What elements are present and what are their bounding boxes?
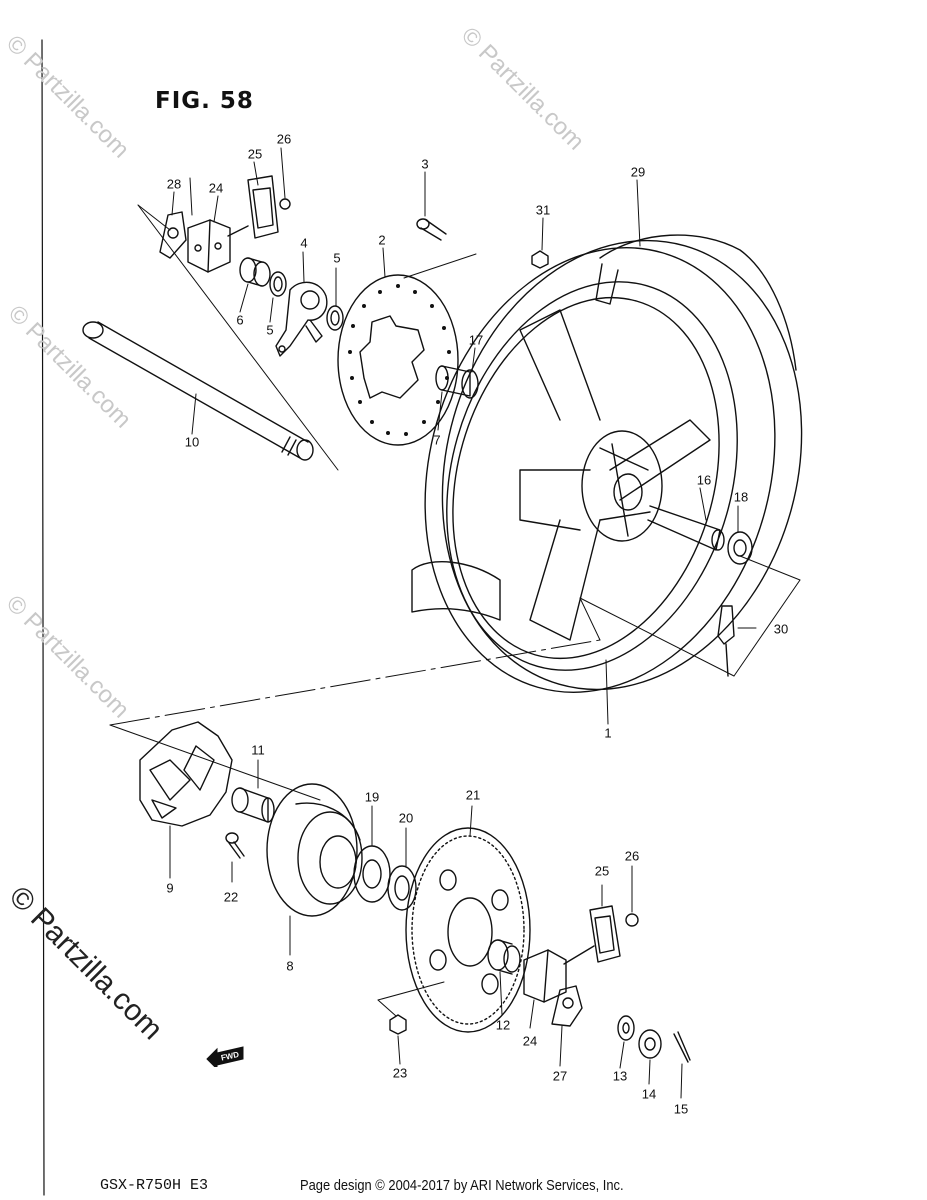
callout-25-lower: 25 <box>594 863 610 879</box>
adjuster-cover-part-25-lower <box>589 905 621 963</box>
spacer-part-16 <box>647 505 725 551</box>
callout-30: 30 <box>773 621 789 637</box>
callout-8: 8 <box>286 958 294 974</box>
axle-part-10 <box>82 321 314 461</box>
callout-12: 12 <box>495 1017 511 1033</box>
adjuster-plate-part-28 <box>159 211 187 259</box>
nut-part-26-upper <box>279 198 291 210</box>
callout-22: 22 <box>223 889 239 905</box>
caliper-bracket-part-4 <box>275 281 328 357</box>
callout-19: 19 <box>364 789 380 805</box>
callout-18: 18 <box>733 489 749 505</box>
fwd-label: FWD <box>220 1050 240 1063</box>
adjuster-block-part-24-lower <box>523 945 595 1003</box>
callout-20: 20 <box>398 810 414 826</box>
callout-6: 6 <box>236 312 244 328</box>
callout-10: 10 <box>184 434 200 450</box>
nut-part-23 <box>389 1014 407 1035</box>
tire-valve-part-30 <box>717 605 735 677</box>
oil-seal-part-20 <box>387 865 417 911</box>
oil-seal-part-5-left <box>269 271 287 297</box>
callout-17: 17 <box>468 332 484 348</box>
callout-2: 2 <box>378 232 386 248</box>
callout-4: 4 <box>300 235 308 251</box>
adjuster-cover-part-25-upper <box>247 175 279 239</box>
adjuster-plate-part-27 <box>551 985 583 1027</box>
bolt-part-3 <box>416 218 447 241</box>
callout-14: 14 <box>641 1086 657 1102</box>
callout-24-lower: 24 <box>522 1033 538 1049</box>
cotter-pin-part-15 <box>673 1031 691 1063</box>
callout-15: 15 <box>673 1101 689 1117</box>
callout-5-upper-right: 5 <box>333 250 341 266</box>
rear-wheel-part-1 <box>411 234 803 693</box>
callout-31: 31 <box>535 202 551 218</box>
leader-lines <box>169 147 757 1099</box>
cush-damper-part-9 <box>139 721 233 827</box>
callout-26-lower: 26 <box>624 848 640 864</box>
adjuster-block-part-24-upper <box>187 219 249 273</box>
bolt-part-22 <box>225 832 245 859</box>
disc-guide-line <box>403 253 477 279</box>
callout-5-upper-left: 5 <box>266 322 274 338</box>
page-margin-line <box>41 39 45 1196</box>
assembly-guide-lines-upper-left <box>137 177 339 471</box>
assembly-guide-lines-main <box>109 555 801 801</box>
bearing-part-17 <box>435 365 479 399</box>
callout-26-upper: 26 <box>276 131 292 147</box>
callout-1: 1 <box>604 725 612 741</box>
sprocket-mount-part-8 <box>266 783 363 917</box>
callout-27: 27 <box>552 1068 568 1084</box>
brake-disc-part-2 <box>337 274 459 446</box>
forward-arrow-icon: FWD <box>206 1046 244 1067</box>
callout-25-upper: 25 <box>247 146 263 162</box>
spacer-part-12 <box>487 939 521 975</box>
bearing-part-11 <box>231 787 275 823</box>
callout-16: 16 <box>696 472 712 488</box>
sprocket-part-21 <box>405 827 531 1033</box>
callout-7: 7 <box>433 432 441 448</box>
spacer-part-6 <box>239 257 271 287</box>
callout-9: 9 <box>166 880 174 896</box>
callout-21: 21 <box>465 787 481 803</box>
castle-nut-part-14 <box>638 1029 662 1059</box>
callout-11: 11 <box>251 742 265 758</box>
callout-29: 29 <box>630 164 646 180</box>
callout-23: 23 <box>392 1065 408 1081</box>
sprocket-guide-line-2 <box>377 999 397 1017</box>
sprocket-guide-line <box>377 981 445 1001</box>
footer-credit: Page design © 2004-2017 by ARI Network S… <box>300 1177 624 1194</box>
nut-part-26-lower <box>625 913 639 927</box>
callout-3: 3 <box>421 156 429 172</box>
nut-part-31 <box>531 250 549 269</box>
callout-13: 13 <box>612 1068 628 1084</box>
figure-title: FIG. 58 <box>155 88 254 114</box>
oil-seal-part-5-right <box>326 305 344 331</box>
callout-28: 28 <box>166 176 182 192</box>
callout-24-upper: 24 <box>208 180 224 196</box>
washer-part-13 <box>617 1015 635 1041</box>
footer-model-code: GSX-R750H E3 <box>100 1177 209 1194</box>
